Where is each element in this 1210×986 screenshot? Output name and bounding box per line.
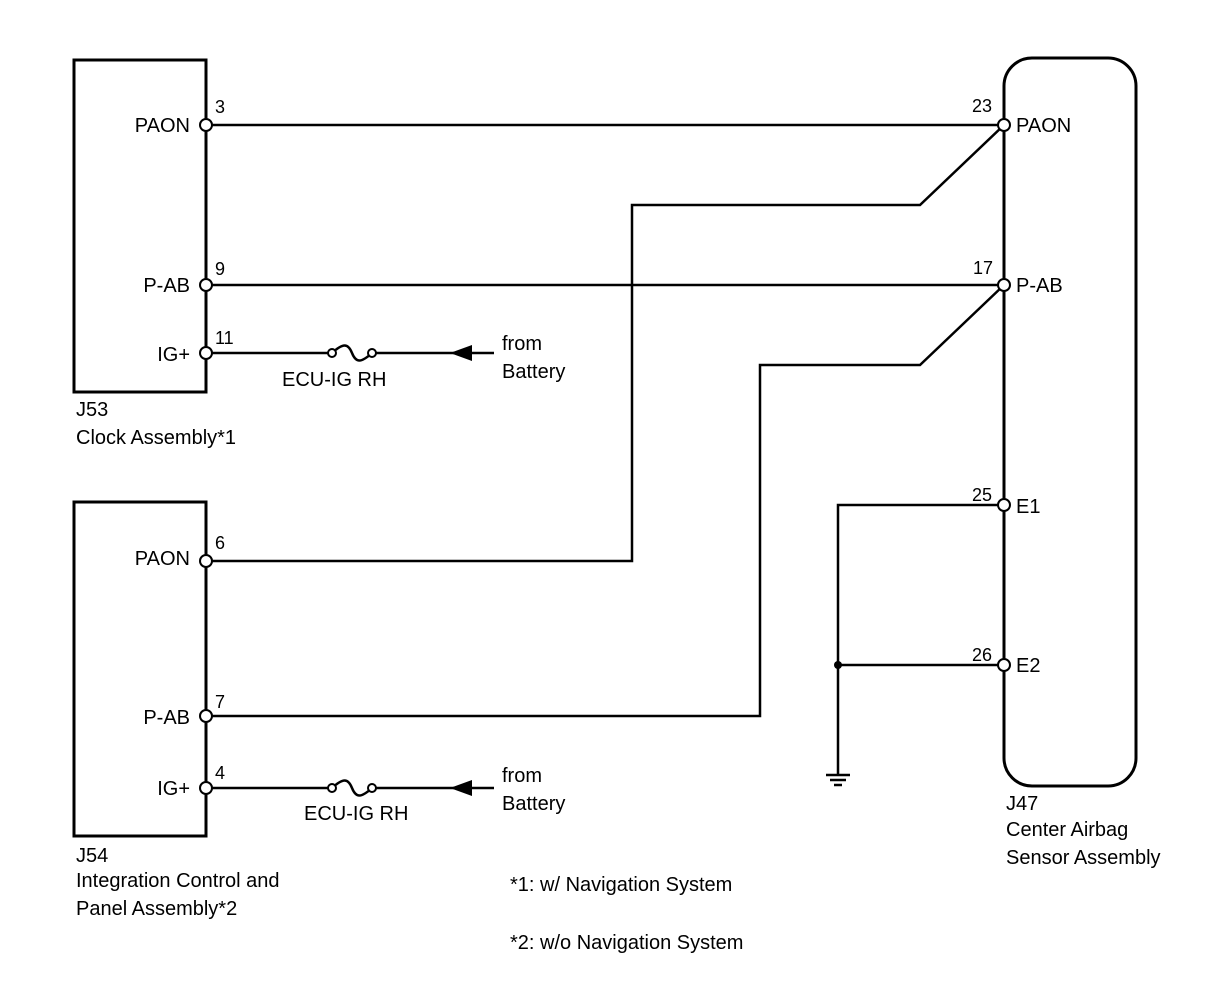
j54-fuse-label: ECU-IG RH xyxy=(304,803,408,825)
j54-component-name-2: Panel Assembly*2 xyxy=(76,898,237,920)
j47-connector-code: J47 xyxy=(1006,793,1038,815)
j54-connector-code: J54 xyxy=(76,845,108,867)
j54-battery-arrow-icon xyxy=(450,780,472,796)
wire-j54-paon-to-j47-paon xyxy=(206,124,1005,563)
j47-pin-e1-label: E1 xyxy=(1016,496,1040,518)
j53-pin-ig-number: 11 xyxy=(215,328,234,348)
j47-component-name-2: Sensor Assembly xyxy=(1006,847,1161,869)
j54-component-name-1: Integration Control and xyxy=(76,870,279,892)
j53-pin-pab-number: 9 xyxy=(215,259,225,279)
j54-source-from: from xyxy=(502,765,542,787)
wire-j54-pab-to-j47-pab xyxy=(206,284,1005,718)
footnote-1: *1: w/ Navigation System xyxy=(510,874,732,896)
j47-terminal-paon xyxy=(997,118,1011,132)
j53-component-name: Clock Assembly*1 xyxy=(76,427,236,449)
j53-terminal-ig xyxy=(199,346,213,360)
j54-pin-paon-label: PAON xyxy=(135,548,190,570)
j47-pin-pab-label-text: P-AB xyxy=(1016,275,1063,297)
j47-pin-e2-number: 26 xyxy=(972,645,992,665)
j53-terminal-pab xyxy=(199,278,213,292)
j54-terminal-ig xyxy=(199,781,213,795)
j54-pin-ig-label: IG+ xyxy=(157,778,190,800)
j53-fuse-label: ECU-IG RH xyxy=(282,369,386,391)
j54-pin-pab-label: P-AB xyxy=(143,707,190,729)
j53-pin-paon-number: 3 xyxy=(215,97,225,117)
j53-connector-box xyxy=(72,58,208,394)
j54-pin-ig-number: 4 xyxy=(215,763,225,783)
j54-source-battery: Battery xyxy=(502,793,565,815)
j53-pin-pab-label: P-AB xyxy=(143,275,190,297)
j53-source-battery: Battery xyxy=(502,361,565,383)
j53-fuse-icon xyxy=(331,344,373,362)
j53-fuse-terminal xyxy=(327,348,337,358)
j47-pin-paon-number: 23 xyxy=(972,96,992,116)
j47-pin-pab-number: 17 xyxy=(973,258,993,278)
j47-connector-box xyxy=(1002,56,1138,788)
j54-pin-paon-number: 6 xyxy=(215,533,225,553)
j53-terminal-paon xyxy=(199,118,213,132)
j47-pin-paon-label: PAON xyxy=(1016,115,1071,137)
ground-junction-dot xyxy=(834,661,842,669)
j54-terminal-paon xyxy=(199,554,213,568)
j54-connector-box xyxy=(72,500,208,838)
j54-fuse-terminal xyxy=(327,783,337,793)
j47-terminal-pab xyxy=(997,278,1011,292)
j54-fuse-icon xyxy=(331,779,373,797)
j54-fuse-terminal xyxy=(367,783,377,793)
j47-component-name-1: Center Airbag xyxy=(1006,819,1128,841)
wire-j47-e1-ground xyxy=(836,503,1004,775)
j47-terminal-e1 xyxy=(997,498,1011,512)
j47-terminal-e2 xyxy=(997,658,1011,672)
j54-pin-pab-number: 7 xyxy=(215,692,225,712)
j53-connector-code: J53 xyxy=(76,399,108,421)
footnote-2: *2: w/o Navigation System xyxy=(510,932,743,954)
j53-battery-arrow-icon xyxy=(450,345,472,361)
j53-pin-ig-label: IG+ xyxy=(157,344,190,366)
j53-fuse-terminal xyxy=(367,348,377,358)
j53-source-from: from xyxy=(502,333,542,355)
j53-pin-paon-label: PAON xyxy=(135,115,190,137)
ground-icon xyxy=(826,773,850,787)
j54-terminal-pab xyxy=(199,709,213,723)
j47-pin-e2-label: E2 xyxy=(1016,655,1040,677)
j47-pin-e1-number: 25 xyxy=(972,485,992,505)
